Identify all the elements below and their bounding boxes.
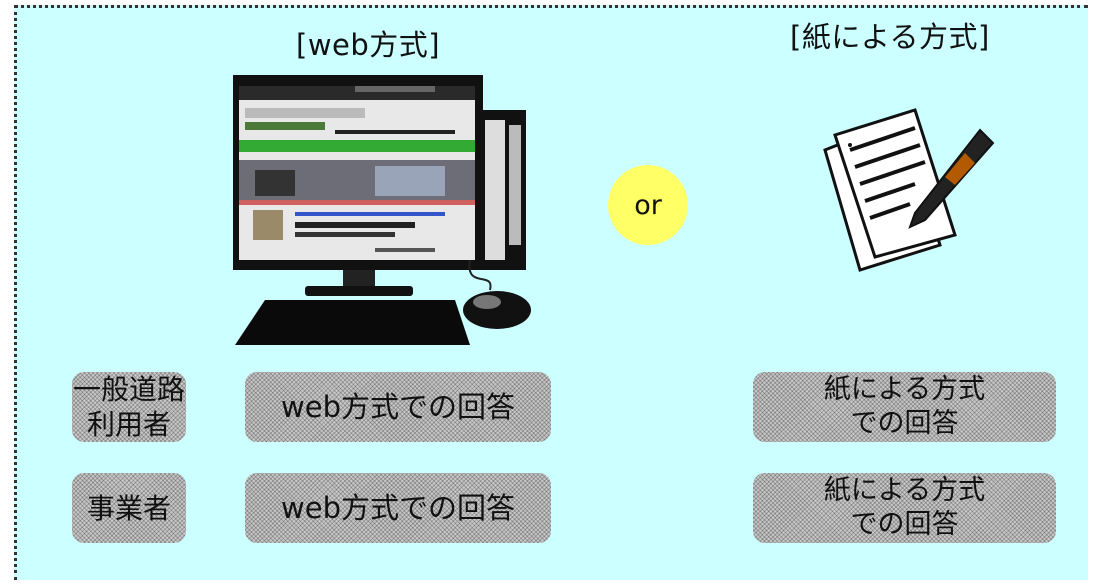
web-answer-box: web方式での回答 xyxy=(245,372,551,442)
paper-answer-box: 紙による方式 での回答 xyxy=(753,473,1056,543)
respondent-business-operators: 事業者 xyxy=(72,473,186,543)
paper-answer-box: 紙による方式 での回答 xyxy=(753,372,1056,442)
or-circle: or xyxy=(608,165,688,245)
or-label: or xyxy=(634,189,662,221)
paper-pen-illustration xyxy=(823,108,995,272)
paper-method-heading: [紙による方式] xyxy=(790,20,990,54)
respondent-general-road-users: 一般道路 利用者 xyxy=(72,372,186,442)
computer-illustration xyxy=(233,75,531,345)
web-answer-box: web方式での回答 xyxy=(245,473,551,543)
web-method-heading: [web方式] xyxy=(296,28,441,62)
